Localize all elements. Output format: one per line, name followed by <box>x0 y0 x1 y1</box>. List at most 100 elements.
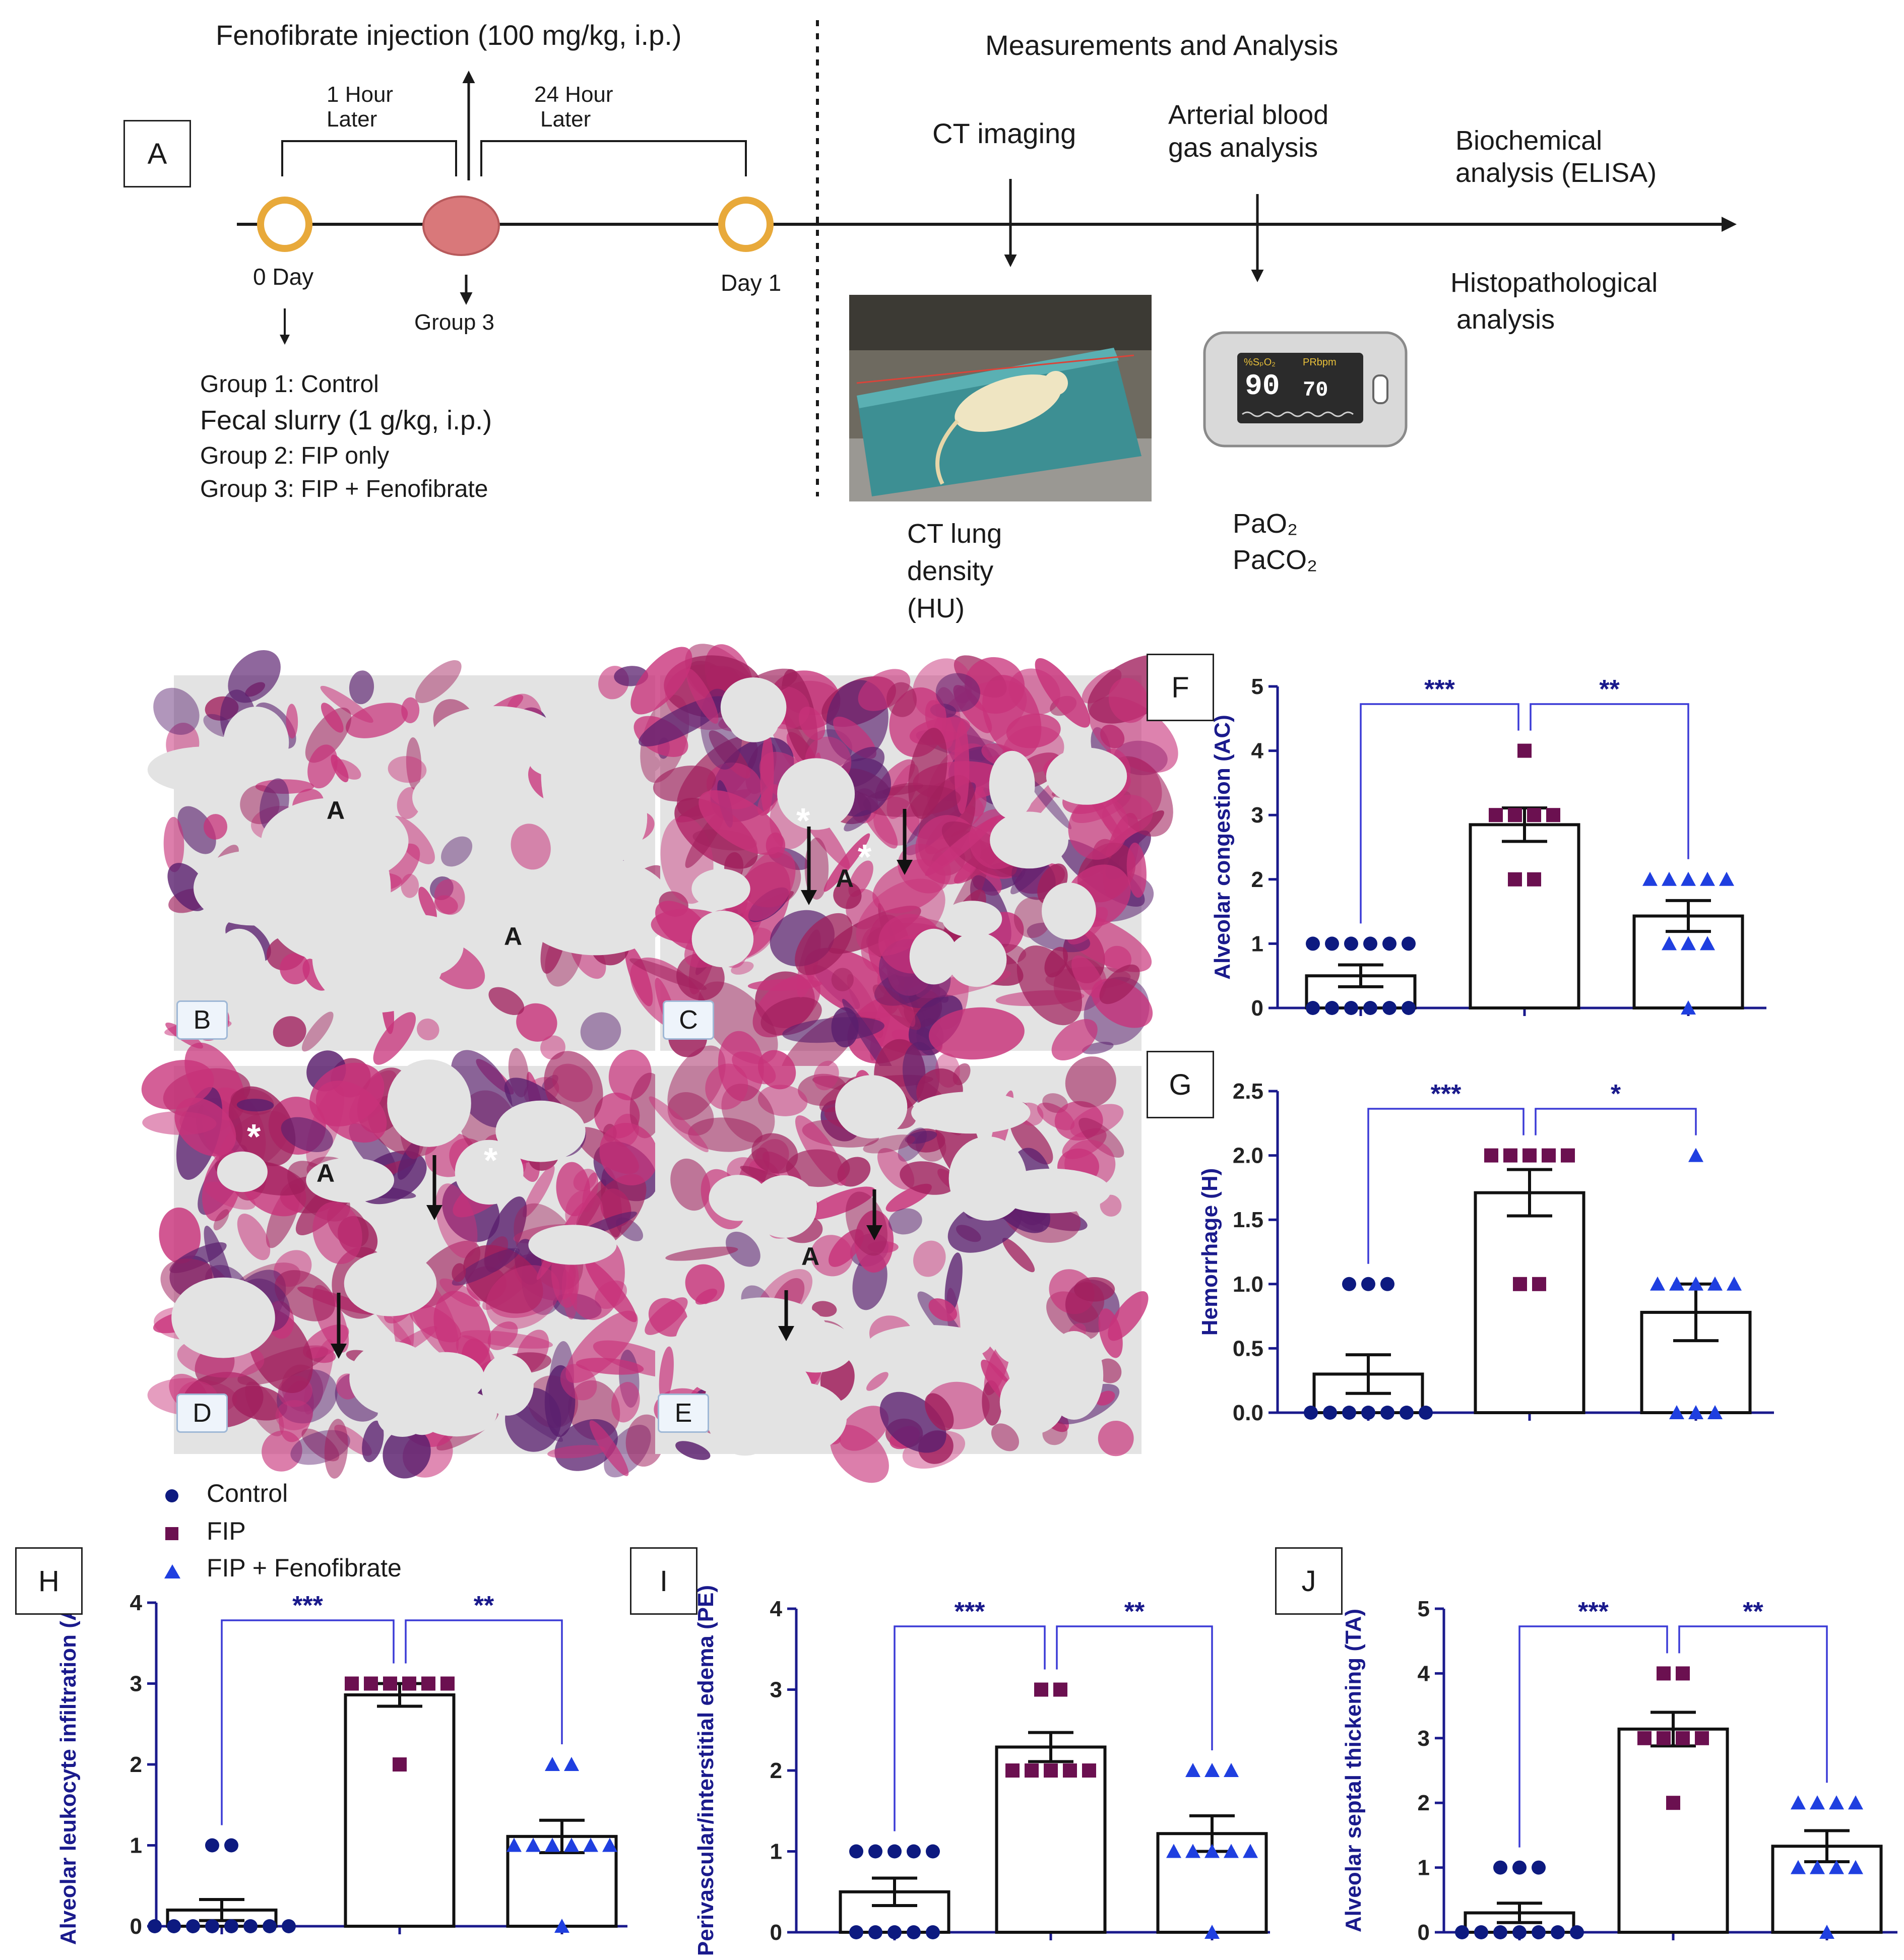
ct-imaging-label: CT imaging <box>932 117 1076 149</box>
alveolus-mark-d: A <box>316 1159 335 1187</box>
data-point <box>282 1919 296 1933</box>
ct-density-label-1: CT lung <box>907 519 1002 549</box>
data-point <box>1561 1148 1575 1163</box>
data-point <box>1484 1148 1498 1163</box>
data-point <box>1402 1001 1416 1015</box>
significance-label: *** <box>1578 1597 1609 1626</box>
data-point <box>1489 808 1503 823</box>
data-point <box>1551 1925 1565 1939</box>
data-point <box>564 1757 579 1771</box>
data-point <box>907 1844 921 1859</box>
y-tick-label: 1 <box>1251 931 1263 956</box>
data-point <box>1185 1763 1200 1777</box>
data-point <box>1707 1405 1723 1419</box>
data-point <box>1700 936 1715 951</box>
data-point <box>243 1919 258 1933</box>
data-point <box>1344 1001 1358 1015</box>
oximeter-spo2-value: 90 <box>1245 370 1280 403</box>
micrograph-label-e: E <box>658 1394 709 1433</box>
data-point <box>926 1925 940 1939</box>
y-tick-label: 4 <box>130 1591 143 1615</box>
biochem-label-1: Biochemical <box>1455 125 1603 156</box>
data-point <box>393 1757 407 1772</box>
y-tick-label: 0 <box>1251 996 1263 1021</box>
data-point <box>849 1925 863 1939</box>
y-axis-label: Perivascular/interstitial edema (PE) <box>693 1585 718 1956</box>
paco2-label: PaCO₂ <box>1233 545 1318 575</box>
data-point <box>1493 1925 1507 1939</box>
data-point <box>1676 1731 1690 1745</box>
data-point <box>1204 1844 1220 1858</box>
data-point <box>1657 1666 1671 1681</box>
data-point <box>1570 1925 1584 1939</box>
pulse-oximeter-icon <box>1203 331 1408 448</box>
alveolus-mark-c: A <box>836 864 854 893</box>
data-point <box>1681 936 1696 951</box>
y-tick-label: 3 <box>770 1678 782 1702</box>
data-point <box>1700 871 1715 886</box>
data-point <box>402 1676 416 1691</box>
group-1-label: Group 1: Control <box>200 371 379 398</box>
data-point <box>1791 1860 1806 1874</box>
panel-label-g: G <box>1147 1051 1214 1118</box>
data-point <box>1204 1763 1220 1777</box>
data-point <box>554 1919 569 1933</box>
data-point <box>1727 1276 1742 1291</box>
data-point <box>1676 1666 1690 1681</box>
data-point <box>1243 1844 1258 1858</box>
y-tick-label: 1.0 <box>1233 1272 1263 1297</box>
data-point <box>1185 1844 1200 1858</box>
ct-density-label-3: (HU) <box>907 593 965 623</box>
data-point <box>1681 871 1696 886</box>
data-point <box>224 1919 238 1933</box>
significance-bracket <box>1056 1625 1213 1750</box>
data-point <box>907 1925 921 1939</box>
micrograph-label-c: C <box>663 1000 714 1040</box>
data-point <box>1791 1795 1806 1810</box>
data-point <box>1662 871 1677 886</box>
data-point <box>1642 871 1658 886</box>
alveolus-mark-b1: A <box>327 796 345 825</box>
significance-bracket <box>1678 1625 1828 1783</box>
data-point <box>1034 1682 1048 1697</box>
significance-label: *** <box>955 1597 985 1626</box>
pao2-label: PaO₂ <box>1233 509 1298 539</box>
data-point <box>1380 1277 1394 1291</box>
data-point <box>1025 1763 1039 1778</box>
day1-label: Day 1 <box>721 270 782 296</box>
data-point <box>345 1676 359 1691</box>
data-point <box>887 1844 902 1859</box>
day0-marker-icon <box>257 197 312 252</box>
y-tick-label: 2 <box>1418 1791 1430 1815</box>
data-point <box>926 1844 940 1859</box>
alveolus-mark-b2: A <box>504 922 523 951</box>
y-tick-label: 1.5 <box>1233 1208 1263 1232</box>
data-point <box>1063 1763 1077 1778</box>
data-point <box>1513 1277 1527 1291</box>
data-point <box>1657 1731 1671 1745</box>
legend-control-label: Control <box>207 1479 288 1507</box>
y-tick-label: 2.0 <box>1233 1144 1263 1168</box>
star-mark-c2: * <box>858 837 872 876</box>
data-point <box>205 1838 219 1853</box>
significance-label: ** <box>1124 1597 1145 1626</box>
significance-bracket <box>221 1619 395 1825</box>
significance-label: * <box>1611 1080 1621 1109</box>
y-tick-label: 0.0 <box>1233 1401 1263 1425</box>
day0-label: 0 Day <box>253 264 314 290</box>
y-axis-label: Alveolar septal thickening (TA) <box>1341 1609 1366 1932</box>
micrograph-label-d: D <box>176 1394 228 1433</box>
oximeter-pr-value: 70 <box>1303 378 1328 402</box>
data-point <box>1382 936 1397 951</box>
y-tick-label: 1 <box>770 1840 782 1864</box>
group3-label: Group 3 <box>414 310 494 335</box>
data-point <box>545 1757 560 1771</box>
significance-label: *** <box>1431 1080 1462 1109</box>
one-hour-later-label: Later <box>327 107 377 132</box>
day-hour-label: 24 Hour <box>534 82 613 107</box>
micrograph-label-b: B <box>176 1000 228 1040</box>
data-point <box>506 1838 522 1852</box>
data-point <box>1532 1277 1546 1291</box>
data-point <box>1681 1000 1696 1015</box>
